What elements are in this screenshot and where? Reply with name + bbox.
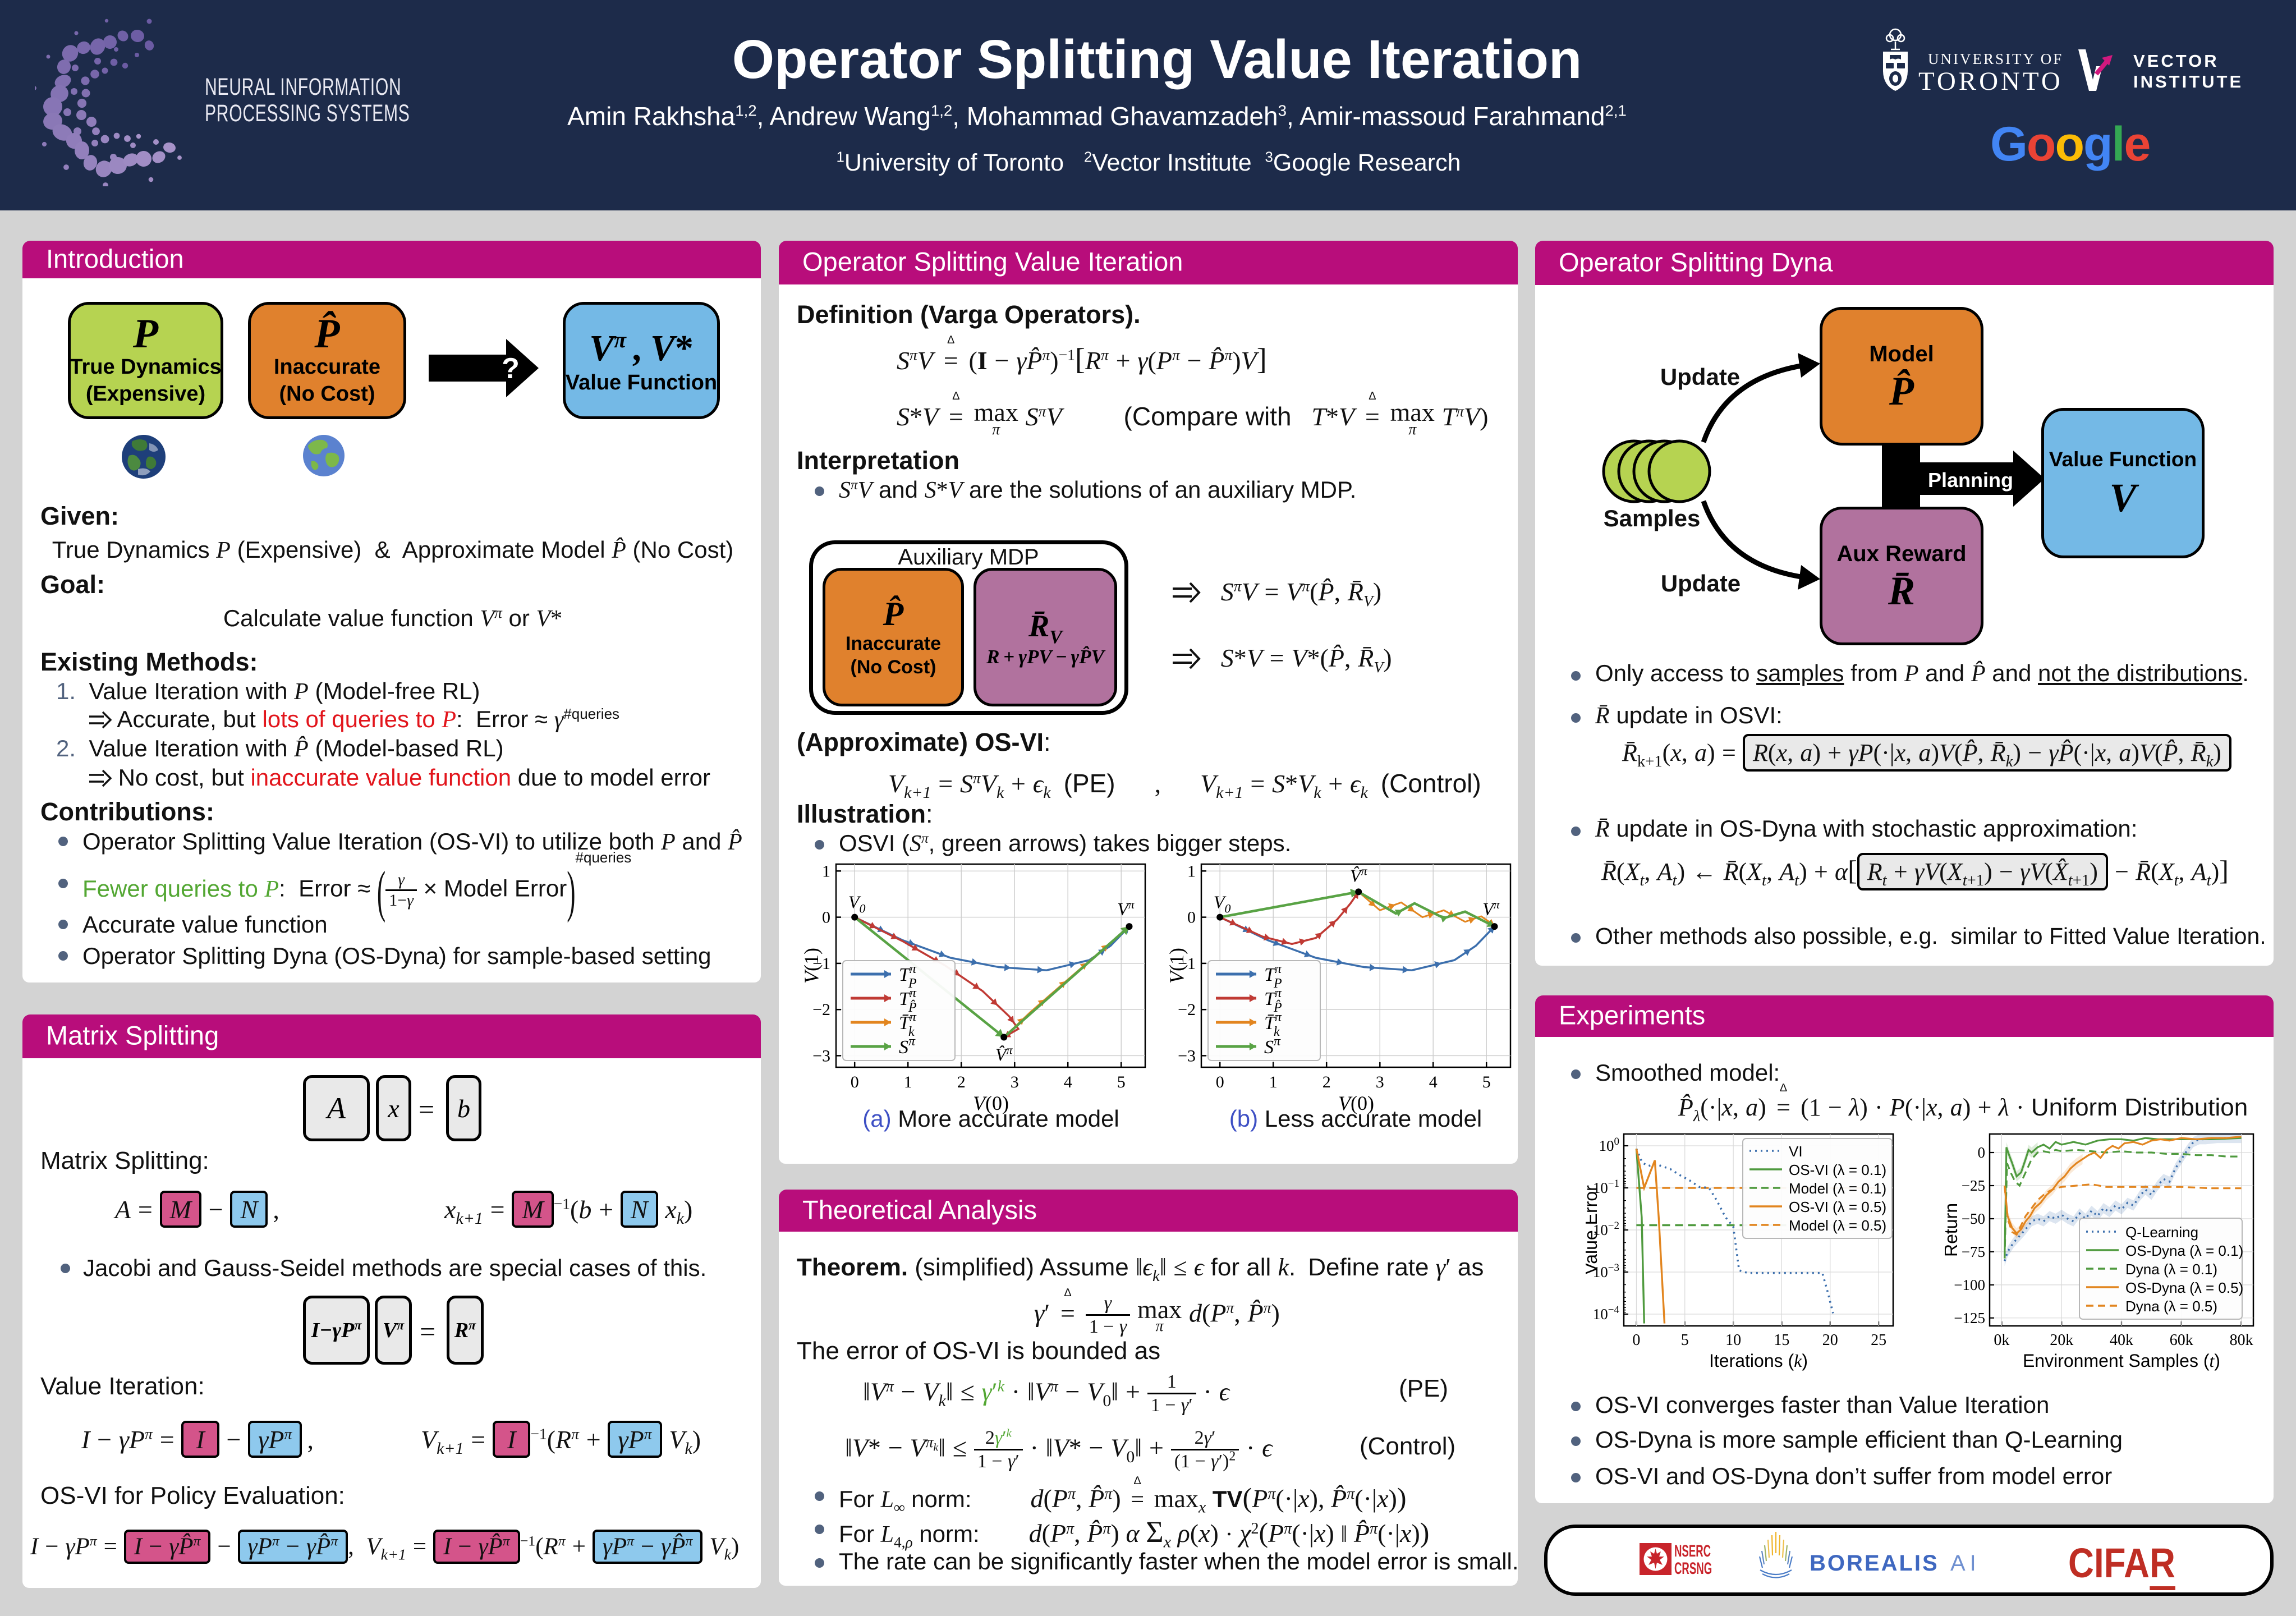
svg-text:0: 0 <box>1632 1332 1640 1349</box>
svg-text:V0: V0 <box>848 892 866 916</box>
svg-text:−125: −125 <box>1954 1310 1985 1326</box>
svg-text:0: 0 <box>851 1073 859 1091</box>
svg-text:Dyna (λ = 0.5): Dyna (λ = 0.5) <box>2125 1298 2217 1315</box>
svg-text:Iterations (k): Iterations (k) <box>1709 1351 1808 1371</box>
svg-text:Model (λ = 0.1): Model (λ = 0.1) <box>1789 1180 1886 1197</box>
svg-text:Q-Learning: Q-Learning <box>2125 1224 2198 1241</box>
svg-text:V(1): V(1) <box>803 948 823 984</box>
svg-text:−2: −2 <box>812 1000 830 1019</box>
svg-text:VI: VI <box>1789 1143 1803 1160</box>
svg-text:Planning: Planning <box>1928 469 2013 492</box>
svg-text:−3: −3 <box>812 1046 830 1065</box>
svg-text:5: 5 <box>1117 1073 1126 1091</box>
svg-text:Value Error: Value Error <box>1586 1185 1601 1275</box>
svg-text:V(0): V(0) <box>1338 1092 1374 1114</box>
svg-text:2: 2 <box>957 1073 966 1091</box>
svg-text:1: 1 <box>1269 1073 1278 1091</box>
svg-text:1: 1 <box>904 1073 912 1091</box>
svg-text:OS-VI (λ = 0.5): OS-VI (λ = 0.5) <box>1789 1199 1886 1215</box>
svg-text:40k: 40k <box>2110 1332 2133 1349</box>
svg-text:OS-VI (λ = 0.1): OS-VI (λ = 0.1) <box>1789 1162 1886 1178</box>
svg-text:−50: −50 <box>1962 1210 1985 1227</box>
svg-text:80k: 80k <box>2230 1332 2253 1349</box>
svg-text:Dyna (λ = 0.1): Dyna (λ = 0.1) <box>2125 1261 2217 1278</box>
svg-text:1: 1 <box>822 862 830 880</box>
svg-text:2: 2 <box>1323 1073 1331 1091</box>
svg-text:4: 4 <box>1429 1073 1438 1091</box>
svg-text:10−4: 10−4 <box>1593 1304 1620 1323</box>
svg-text:0: 0 <box>1978 1144 1986 1161</box>
svg-text:Return: Return <box>1945 1203 1961 1257</box>
svg-text:15: 15 <box>1774 1332 1789 1349</box>
svg-text:Model (λ = 0.5): Model (λ = 0.5) <box>1789 1217 1886 1234</box>
svg-text:V(1): V(1) <box>1169 948 1188 984</box>
svg-text:25: 25 <box>1871 1332 1886 1349</box>
svg-text:−2: −2 <box>1178 1000 1196 1019</box>
svg-text:0: 0 <box>822 908 830 927</box>
svg-text:20: 20 <box>1822 1332 1838 1349</box>
svg-text:−100: −100 <box>1954 1277 1985 1293</box>
svg-text:0: 0 <box>1216 1073 1224 1091</box>
svg-text:1: 1 <box>1187 862 1196 880</box>
svg-text:Environment Samples (t): Environment Samples (t) <box>2023 1351 2220 1371</box>
svg-text:OS-Dyna (λ = 0.1): OS-Dyna (λ = 0.1) <box>2125 1242 2243 1259</box>
svg-text:−1: −1 <box>1178 954 1196 973</box>
svg-text:−75: −75 <box>1962 1243 1985 1260</box>
svg-text:−25: −25 <box>1962 1177 1985 1194</box>
svg-text:5: 5 <box>1681 1332 1689 1349</box>
svg-text:60k: 60k <box>2170 1332 2193 1349</box>
svg-text:−1: −1 <box>812 954 830 973</box>
svg-text:4: 4 <box>1064 1073 1072 1091</box>
svg-text:10−3: 10−3 <box>1593 1262 1619 1280</box>
svg-text:0k: 0k <box>1994 1332 2009 1349</box>
svg-text:100: 100 <box>1599 1136 1620 1154</box>
svg-text:V(0): V(0) <box>973 1092 1009 1114</box>
svg-text:3: 3 <box>1376 1073 1384 1091</box>
svg-text:0: 0 <box>1187 908 1196 927</box>
svg-text:−3: −3 <box>1178 1046 1196 1065</box>
svg-text:20k: 20k <box>2050 1332 2073 1349</box>
svg-text:5: 5 <box>1482 1073 1491 1091</box>
svg-text:?: ? <box>502 352 520 385</box>
svg-text:10: 10 <box>1725 1332 1741 1349</box>
svg-text:3: 3 <box>1011 1073 1019 1091</box>
svg-text:OS-Dyna (λ = 0.5): OS-Dyna (λ = 0.5) <box>2125 1279 2243 1296</box>
